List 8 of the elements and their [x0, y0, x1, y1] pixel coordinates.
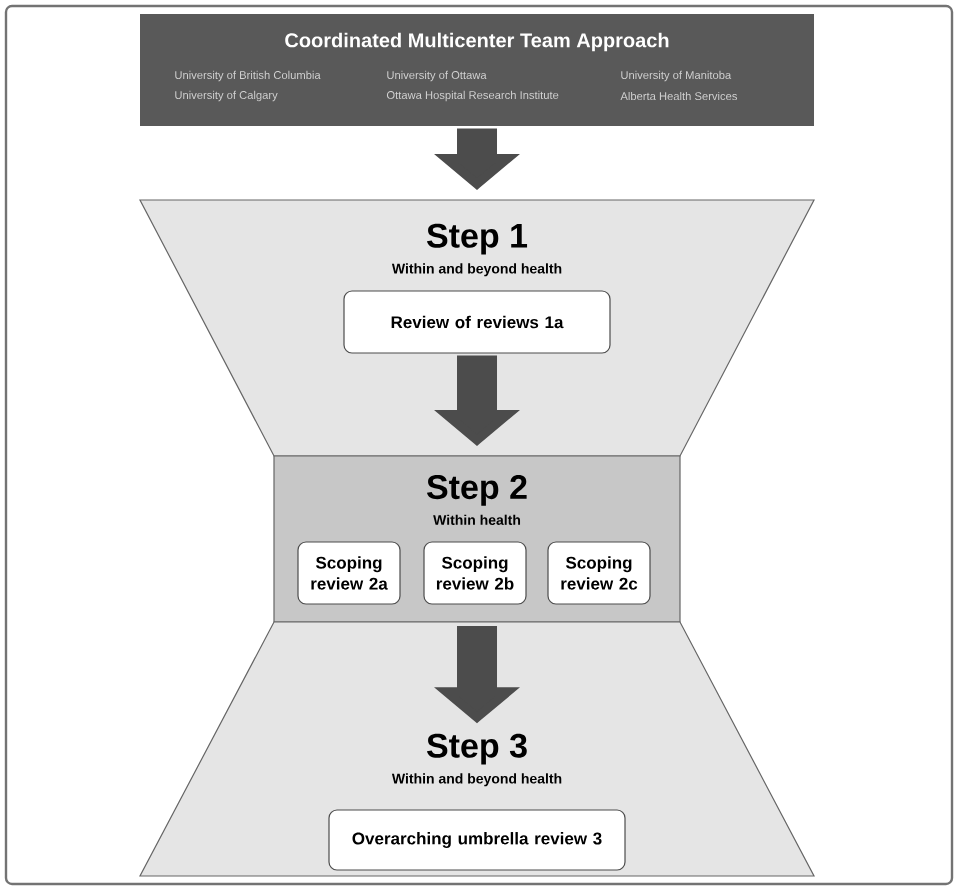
review-box: Scoping review 2c [547, 541, 651, 605]
review-box: Scoping review 2a [297, 541, 401, 605]
review-box: Scoping review 2b [423, 541, 527, 605]
step-heading: Step 3 [426, 733, 527, 765]
step-heading: Step 1 [426, 223, 528, 255]
step-heading: Step 2 [426, 475, 527, 506]
review-box: Overarching umbrella review 3 [328, 809, 626, 871]
review-box: Review of reviews 1a [343, 290, 611, 354]
